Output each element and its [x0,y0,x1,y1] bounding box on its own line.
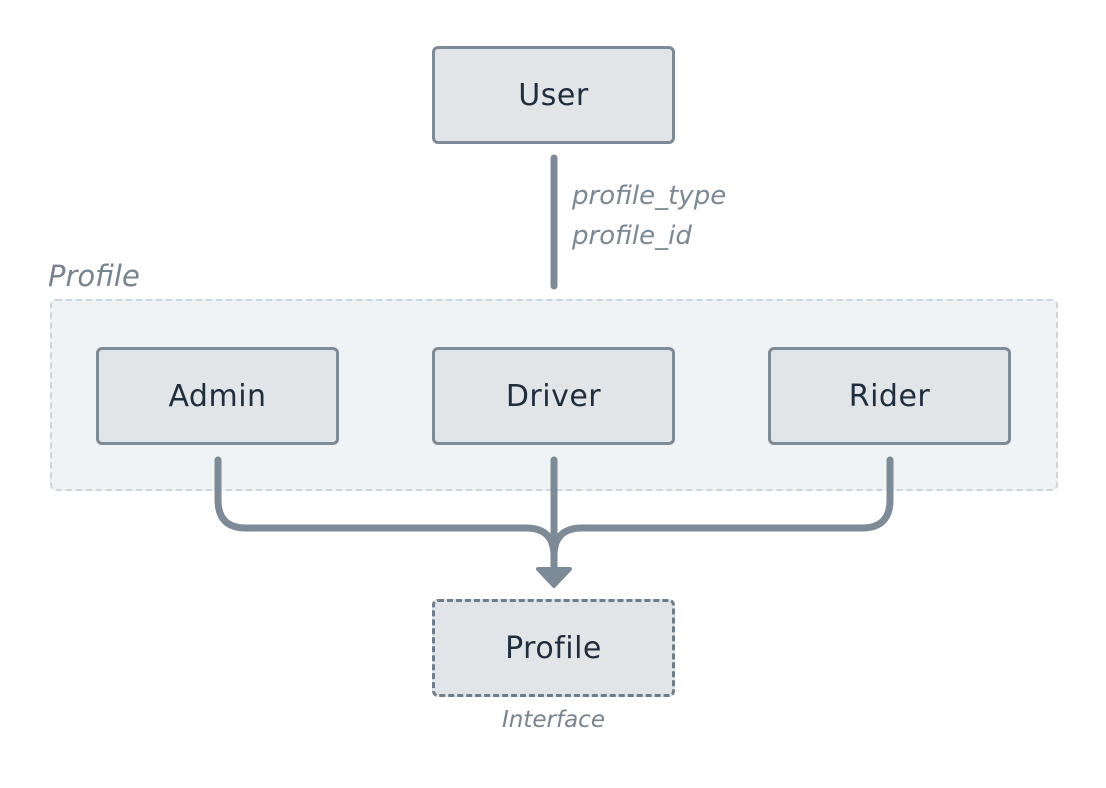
admin-node[interactable]: Admin [96,347,339,445]
profile-group-label: Profile [48,259,140,293]
arrowhead-icon [536,567,572,588]
interface-caption: Interface [502,707,605,733]
rider-branch-connector [550,456,894,560]
profile-type-edge-label: profile_type [572,181,727,211]
user-node[interactable]: User [432,46,675,144]
admin-branch-connector [214,456,558,560]
rider-node[interactable]: Rider [768,347,1011,445]
profile-id-edge-label: profile_id [572,221,692,251]
profile-interface-node[interactable]: Profile [432,599,675,697]
driver-node[interactable]: Driver [432,347,675,445]
